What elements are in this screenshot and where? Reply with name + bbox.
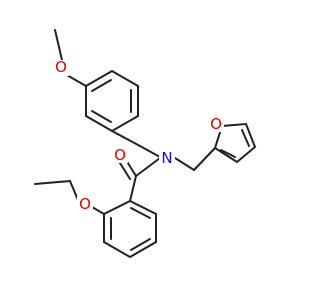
bond-ethoxy-ch2-ch3 — [34, 180, 71, 185]
bond-methyl-methoxy-o — [54, 29, 63, 61]
bond-carbonyl-ring — [129, 175, 137, 202]
furan-oxygen-bg — [208, 116, 224, 132]
carbonyl-oxygen-bg — [112, 147, 128, 163]
bond-carbonyl-double-2 — [119, 162, 131, 180]
ethoxyphenyl-inner-bond-3 — [130, 207, 151, 219]
bond-n-carbonyl-c — [135, 157, 161, 177]
methoxy-oxygen-bg — [53, 60, 69, 76]
bond-n-ch2 — [174, 157, 195, 171]
bond-ch2-n — [139, 145, 161, 158]
structure-diagram: O O N O O — [34, 29, 257, 259]
furan-oxygen-label: O — [210, 115, 222, 133]
methoxyphenyl-ring — [85, 69, 139, 133]
furan-inner-bond-1 — [220, 149, 236, 158]
bond-ring-ch2 — [111, 130, 141, 147]
furan-inner-bond-2 — [241, 129, 250, 147]
amide-nitrogen-bg — [159, 150, 175, 166]
methoxyphenyl-inner-bond-3 — [91, 110, 112, 123]
ethoxy-oxygen-bg — [77, 196, 93, 212]
bond-ring-ethoxy-o — [91, 206, 105, 215]
bond-ch2-furan — [193, 147, 216, 171]
methoxy-oxygen-label: O — [55, 58, 67, 76]
ethoxyphenyl-inner-bond-2 — [130, 238, 151, 251]
bond-ethoxy-o-ch2 — [69, 180, 79, 201]
ethoxy-oxygen-label: O — [79, 195, 91, 213]
methoxyphenyl-inner-bond-1 — [91, 79, 112, 92]
carbonyl-oxygen-label: O — [114, 146, 126, 164]
amide-nitrogen-label: N — [161, 149, 172, 167]
